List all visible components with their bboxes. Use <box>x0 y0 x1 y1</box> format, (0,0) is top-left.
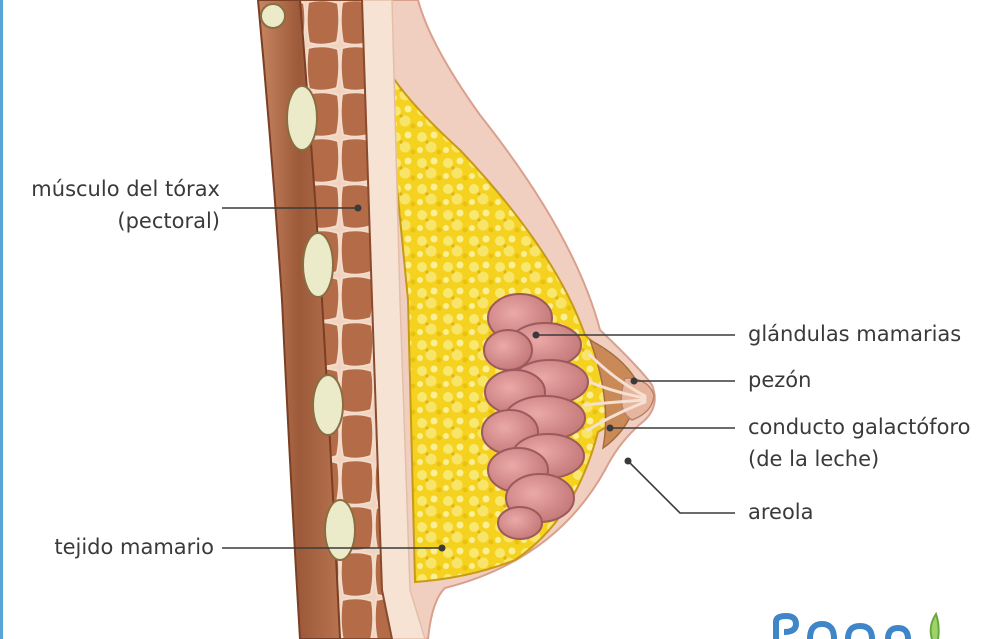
label-pectoral-line2: (pectoral) <box>117 207 220 236</box>
label-pectoral-line1: músculo del tórax <box>31 175 220 204</box>
label-tejido-mamario: tejido mamario <box>54 533 214 562</box>
leader-areola <box>628 461 735 513</box>
label-conducto-line1: conducto galactóforo <box>748 413 970 442</box>
brand-logo <box>770 612 950 639</box>
label-conducto-line2: (de la leche) <box>748 445 879 474</box>
label-glandulas-mamarias: glándulas mamarias <box>748 320 961 349</box>
label-areola: areola <box>748 498 814 527</box>
label-pezon: pezón <box>748 366 811 395</box>
